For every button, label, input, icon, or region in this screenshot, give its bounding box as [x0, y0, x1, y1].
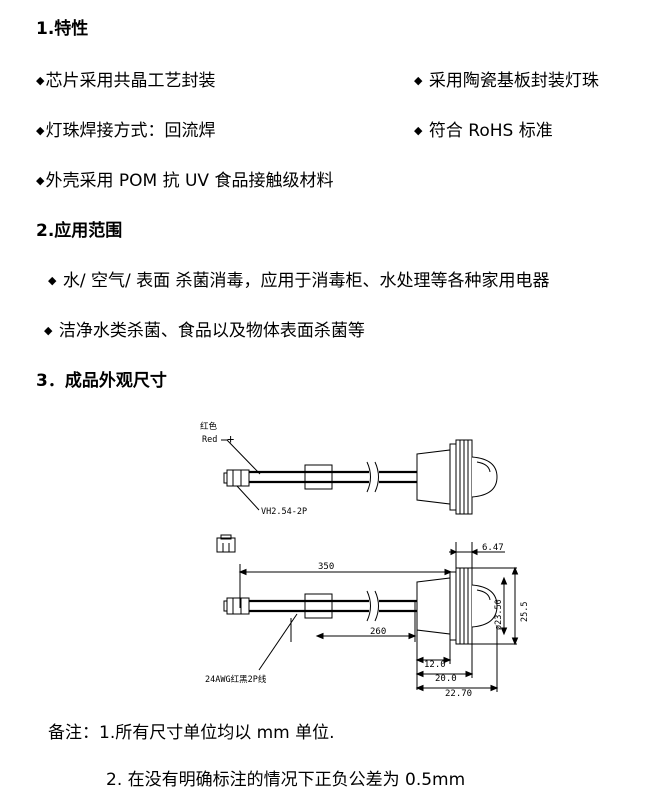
dim-647-text: 6.47: [482, 543, 504, 553]
wire-spec-label: 24AWG红黑2P线: [205, 674, 267, 685]
drawing-svg: 红色 Red +: [167, 402, 537, 702]
break-mark: [366, 461, 371, 493]
dim-2350-text: ø23.50: [494, 599, 504, 630]
bullet-icon: ◆: [44, 324, 53, 337]
feature-item: ◆ 采用陶瓷基板封装灯珠: [414, 71, 599, 91]
bottom-lamp-body: [416, 577, 451, 635]
top-sleeve: [304, 464, 333, 490]
top-lens: [471, 456, 498, 498]
top-lamp-body: [416, 449, 451, 505]
feature-item: ◆ 符合 RoHS 标准: [414, 121, 553, 141]
bottom-sleeve: [304, 593, 333, 619]
plus-sign: +: [227, 432, 234, 446]
bullet-icon: ◆: [48, 274, 57, 287]
section-1-title: 1.特性: [36, 19, 89, 39]
connector-icon: [216, 537, 236, 553]
application-item: ◆ 洁净水类杀菌、食品以及物体表面杀菌等: [44, 321, 365, 341]
leader-line: [221, 439, 261, 475]
dimension-drawing: 红色 Red +: [167, 402, 537, 702]
dim-2270-text: 22.70: [445, 689, 472, 699]
wire-color-en-label: Red: [202, 435, 217, 445]
note-1: 1.所有尺寸单位均以 mm 单位.: [99, 723, 335, 743]
feature-item: ◆灯珠焊接方式：回流焊: [36, 121, 216, 141]
bullet-icon: ◆: [414, 124, 423, 137]
bullet-icon: ◆: [36, 74, 45, 87]
bullet-icon: ◆: [414, 74, 423, 87]
feature-item: ◆芯片采用共晶工艺封装: [36, 71, 216, 91]
section-3-title: 3．成品外观尺寸: [36, 371, 167, 391]
section-2-title: 2.应用范围: [36, 221, 123, 241]
bullet-icon: ◆: [36, 174, 45, 187]
application-item: ◆ 水/ 空气/ 表面 杀菌消毒，应用于消毒柜、水处理等各种家用电器: [48, 271, 550, 291]
dim-255-text: 25.5: [520, 602, 530, 622]
connector-label: VH2.54-2P: [261, 507, 307, 517]
notes-line-1: 备注：1.所有尺寸单位均以 mm 单位.: [48, 718, 335, 743]
notes-label: 备注：: [48, 723, 99, 743]
note-2: 2. 在没有明确标注的情况下正负公差为 0.5mm: [106, 770, 466, 790]
dim-120-text: 12.0: [424, 660, 446, 670]
bottom-lens: [471, 584, 498, 628]
dim-200-text: 20.0: [435, 674, 457, 684]
feature-item: ◆外壳采用 POM 抗 UV 食品接触级材料: [36, 171, 334, 191]
dim-260-text: 260: [370, 627, 386, 637]
dim-350-text: 350: [318, 562, 334, 572]
bullet-icon: ◆: [36, 124, 45, 137]
wire-color-cn-label: 红色: [200, 421, 218, 432]
